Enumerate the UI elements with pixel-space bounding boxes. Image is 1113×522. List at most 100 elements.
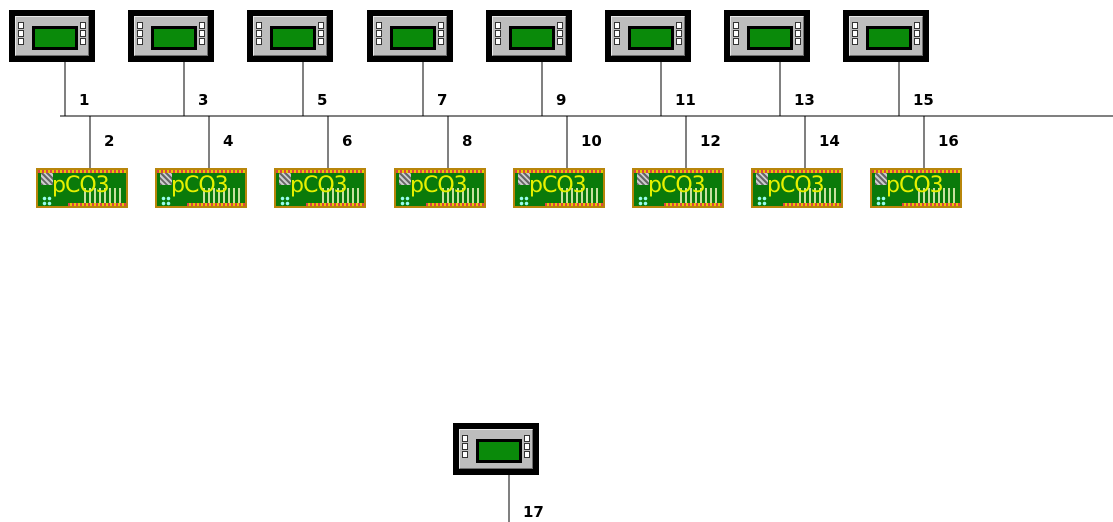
board-leds xyxy=(42,196,52,206)
board-footer-strip xyxy=(902,203,960,206)
node-address-label: 11 xyxy=(675,92,696,108)
board-footer-strip xyxy=(306,203,364,206)
terminal-button xyxy=(795,38,801,45)
pco3-controller-board: pCO3 xyxy=(394,168,486,208)
terminal-button xyxy=(733,38,739,45)
node-address-label: 13 xyxy=(794,92,815,108)
board-leds xyxy=(876,196,886,206)
lcd-screen xyxy=(270,26,316,50)
board-leds xyxy=(280,196,290,206)
terminal-button xyxy=(614,22,620,29)
terminal-button xyxy=(914,30,920,37)
pco3-controller-board: pCO3 xyxy=(870,168,962,208)
board-footer-strip xyxy=(426,203,484,206)
terminal-button xyxy=(524,451,530,458)
pco3-controller-board: pCO3 xyxy=(155,168,247,208)
node-address-label: 1 xyxy=(79,92,89,108)
lcd-screen xyxy=(628,26,674,50)
board-logo-text: pCO3 xyxy=(648,172,705,200)
terminal-button xyxy=(18,30,24,37)
terminal-button xyxy=(376,22,382,29)
pco3-controller-board: pCO3 xyxy=(274,168,366,208)
terminal-bezel xyxy=(134,16,208,56)
pco3-controller-board: pCO3 xyxy=(632,168,724,208)
terminal-bezel xyxy=(253,16,327,56)
terminal-button xyxy=(199,22,205,29)
terminal-button xyxy=(676,22,682,29)
terminal-button xyxy=(614,30,620,37)
node-address-label: 16 xyxy=(938,133,959,149)
lcd-screen xyxy=(151,26,197,50)
terminal-button xyxy=(376,30,382,37)
terminal-button xyxy=(318,22,324,29)
terminal-button xyxy=(18,38,24,45)
terminal-display xyxy=(843,10,929,62)
terminal-bezel xyxy=(15,16,89,56)
node-address-label: 7 xyxy=(437,92,447,108)
terminal-bezel xyxy=(492,16,566,56)
terminal-button xyxy=(80,30,86,37)
board-leds xyxy=(757,196,767,206)
terminal-button xyxy=(795,30,801,37)
terminal-bezel xyxy=(373,16,447,56)
terminal-bezel xyxy=(849,16,923,56)
pco3-controller-board: pCO3 xyxy=(751,168,843,208)
terminal-button xyxy=(256,38,262,45)
terminal-button xyxy=(795,22,801,29)
lcd-screen xyxy=(747,26,793,50)
terminal-button xyxy=(318,30,324,37)
terminal-button xyxy=(676,30,682,37)
board-logo-text: pCO3 xyxy=(290,172,347,200)
terminal-button xyxy=(852,22,858,29)
terminal-button xyxy=(733,30,739,37)
terminal-button xyxy=(914,22,920,29)
lcd-screen xyxy=(476,439,522,463)
terminal-button xyxy=(495,30,501,37)
terminal-button xyxy=(438,38,444,45)
terminal-button xyxy=(524,443,530,450)
board-footer-strip xyxy=(187,203,245,206)
terminal-button xyxy=(80,22,86,29)
board-leds xyxy=(400,196,410,206)
terminal-button xyxy=(318,38,324,45)
terminal-display xyxy=(9,10,95,62)
terminal-button xyxy=(557,22,563,29)
board-footer-strip xyxy=(68,203,126,206)
terminal-button xyxy=(80,38,86,45)
terminal-button xyxy=(137,30,143,37)
terminal-button xyxy=(256,30,262,37)
node-address-label: 8 xyxy=(462,133,472,149)
terminal-display xyxy=(453,423,539,475)
node-address-label: 14 xyxy=(819,133,840,149)
board-leds xyxy=(161,196,171,206)
terminal-button xyxy=(18,22,24,29)
terminal-display xyxy=(605,10,691,62)
pco3-controller-board: pCO3 xyxy=(36,168,128,208)
node-address-label: 6 xyxy=(342,133,352,149)
board-logo-text: pCO3 xyxy=(171,172,228,200)
terminal-button xyxy=(733,22,739,29)
board-footer-strip xyxy=(783,203,841,206)
board-logo-text: pCO3 xyxy=(767,172,824,200)
terminal-button xyxy=(137,22,143,29)
board-logo-text: pCO3 xyxy=(52,172,109,200)
board-footer-strip xyxy=(545,203,603,206)
node-address-label: 2 xyxy=(104,133,114,149)
terminal-display xyxy=(247,10,333,62)
node-address-label: 4 xyxy=(223,133,233,149)
node-address-label: 3 xyxy=(198,92,208,108)
board-leds xyxy=(519,196,529,206)
terminal-button xyxy=(852,38,858,45)
terminal-button xyxy=(199,30,205,37)
terminal-button xyxy=(852,30,858,37)
lcd-screen xyxy=(32,26,78,50)
terminal-button xyxy=(438,22,444,29)
terminal-button xyxy=(524,435,530,442)
terminal-button xyxy=(914,38,920,45)
node-address-label: 5 xyxy=(317,92,327,108)
terminal-display xyxy=(724,10,810,62)
terminal-button xyxy=(376,38,382,45)
terminal-button xyxy=(462,451,468,458)
